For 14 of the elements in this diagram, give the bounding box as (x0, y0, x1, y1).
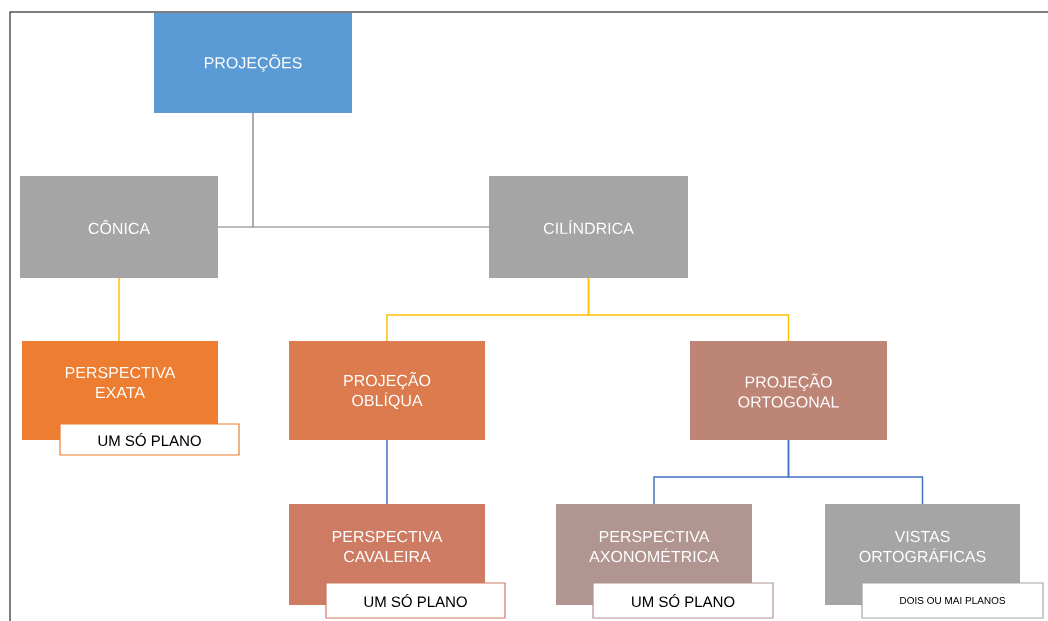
connector-line (787, 439, 924, 505)
process-box: PROJEÇÕES (154, 13, 352, 113)
process-box: PROJEÇÃO ORTOGONAL (690, 341, 887, 440)
note-box: UM SÓ PLANO (592, 582, 774, 619)
connector-line (587, 277, 790, 342)
connector-line (252, 112, 490, 228)
connector-line (386, 439, 388, 505)
process-box: CÔNICA (20, 176, 218, 278)
process-box: CILÍNDRICA (489, 176, 688, 278)
note-box: UM SÓ PLANO (325, 582, 506, 619)
process-box: PROJEÇÃO OBLÍQUA (289, 341, 485, 440)
note-box: DOIS OU MAI PLANOS (861, 582, 1044, 619)
connector-line (118, 277, 120, 342)
note-box: UM SÓ PLANO (59, 423, 240, 456)
